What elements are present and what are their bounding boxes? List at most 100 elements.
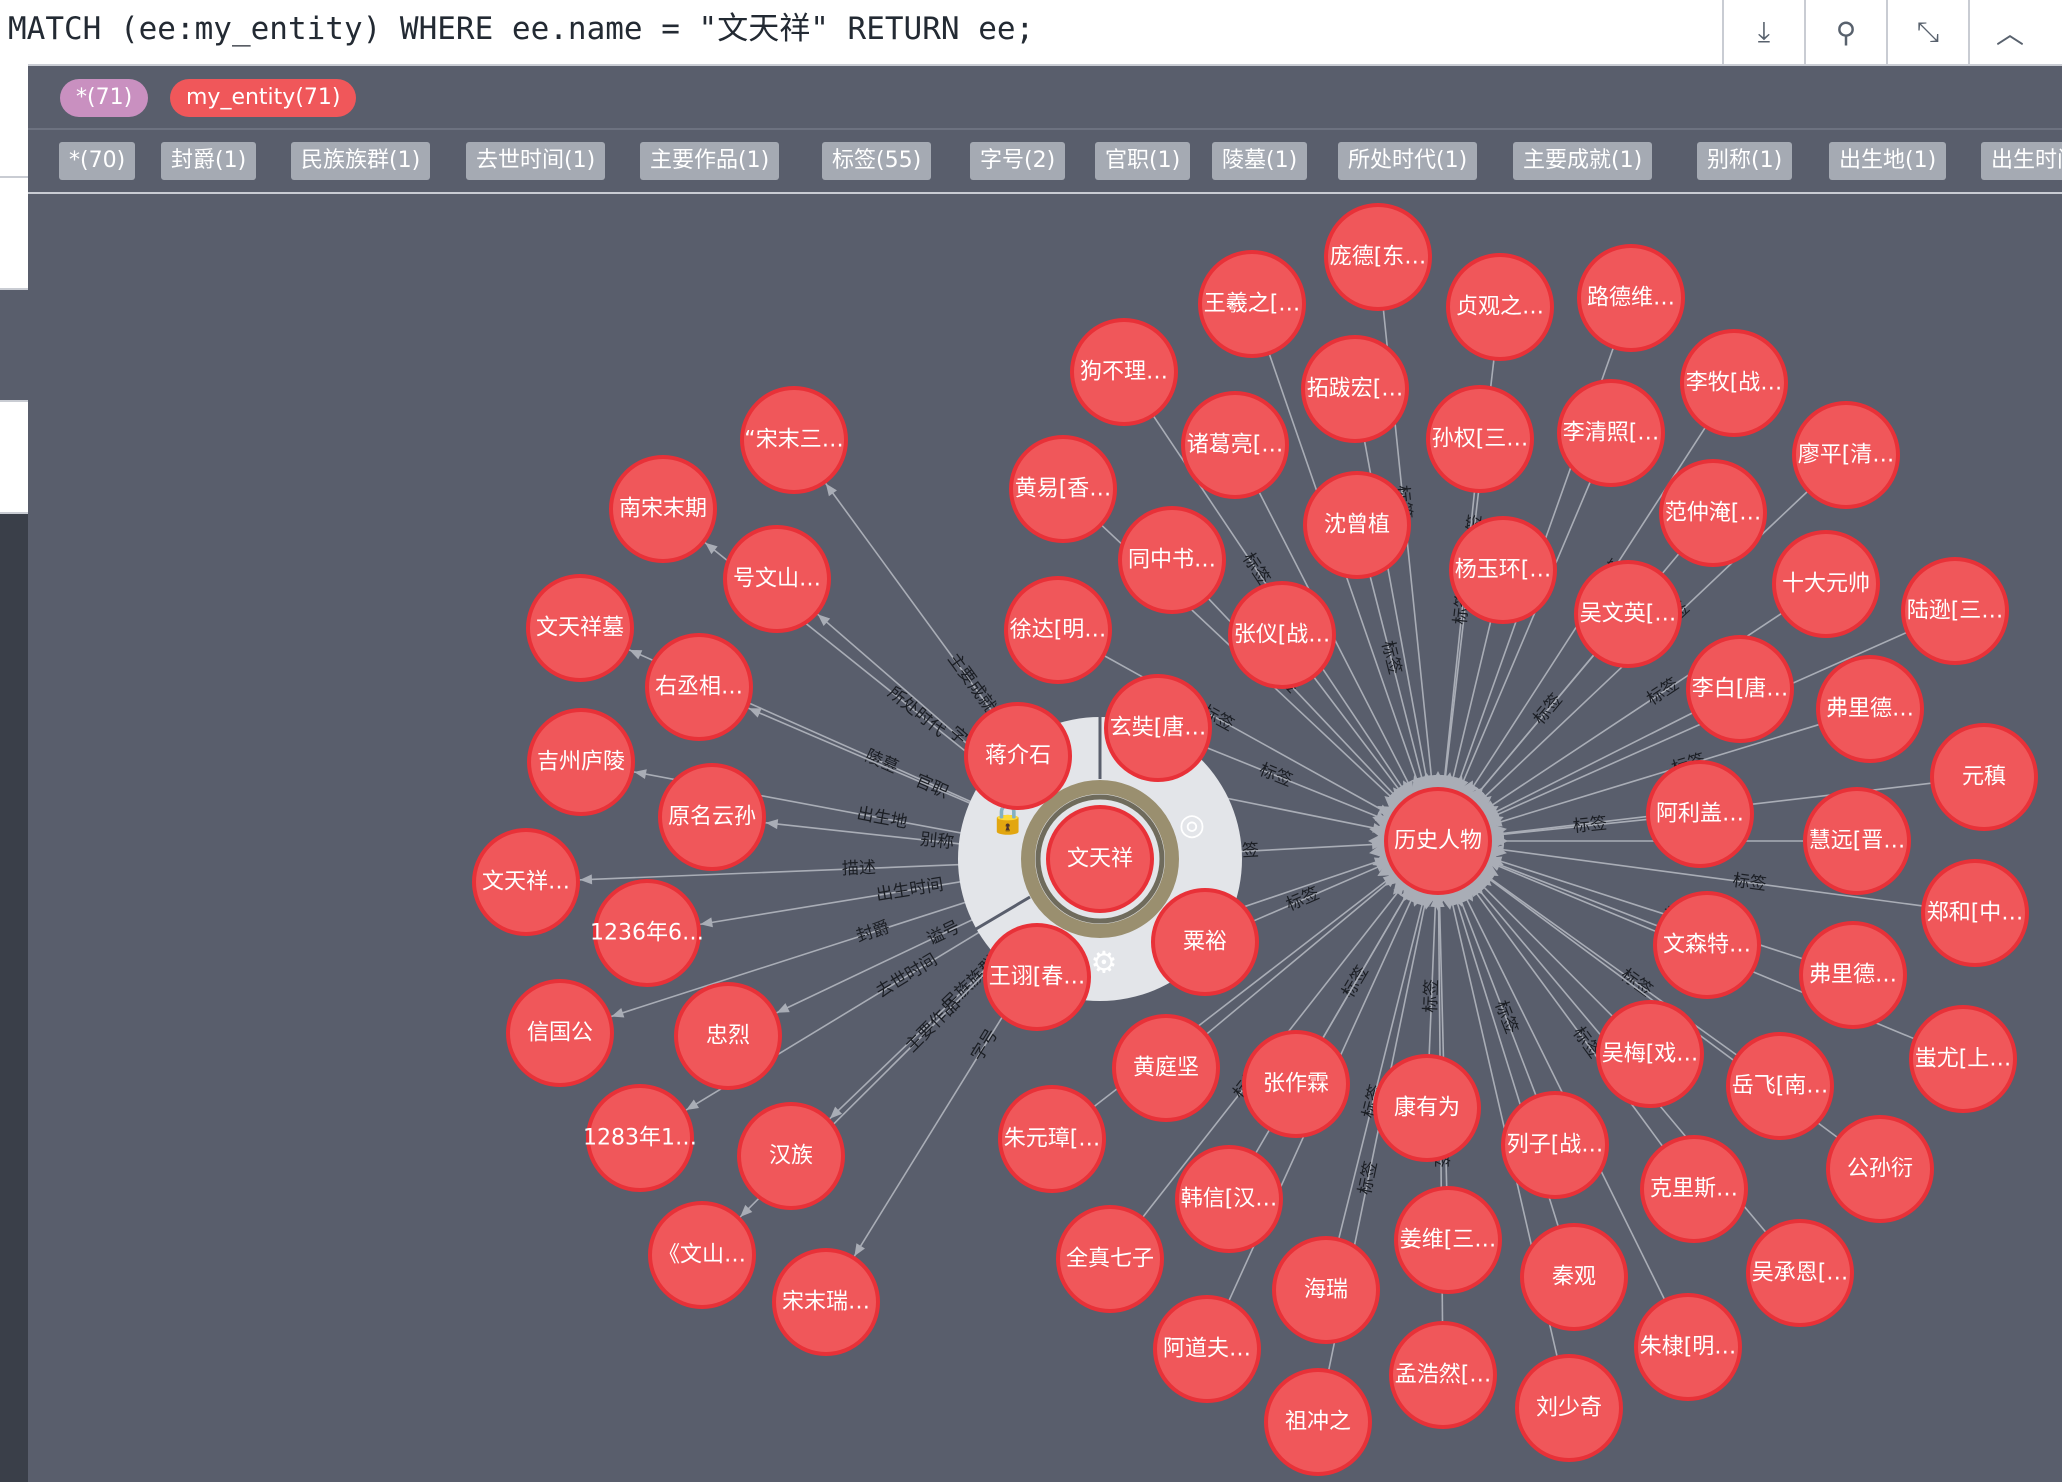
hub-edge[interactable] xyxy=(1428,892,1437,1057)
person-node[interactable]: 阿利盖… xyxy=(1646,760,1754,868)
property-tag[interactable]: 民族族群(1) xyxy=(291,142,431,180)
property-tag[interactable]: 出生时间 xyxy=(1981,142,2062,180)
property-tag[interactable]: 去世时间(1) xyxy=(466,142,606,180)
property-node[interactable]: 文天祥墓 xyxy=(526,574,634,682)
person-node[interactable]: 康有为 xyxy=(1373,1054,1481,1162)
collapse-icon[interactable]: ⤡ xyxy=(1886,0,1968,64)
person-node[interactable]: 文森特… xyxy=(1653,891,1761,999)
person-node[interactable]: 王羲之[… xyxy=(1198,250,1306,358)
person-node[interactable]: 海瑞 xyxy=(1272,1236,1380,1344)
hub-edge[interactable] xyxy=(1312,675,1408,801)
person-node[interactable]: 刘少奇 xyxy=(1515,1354,1623,1462)
property-tag[interactable]: 别称(1) xyxy=(1697,142,1793,180)
property-tag[interactable]: 字号(2) xyxy=(970,142,1066,180)
property-node[interactable]: 信国公 xyxy=(506,979,614,1087)
hub-edge[interactable] xyxy=(1474,877,1614,1018)
person-node[interactable]: 公孙衍 xyxy=(1826,1115,1934,1223)
person-node[interactable]: 朱棣[明… xyxy=(1634,1293,1742,1401)
person-node[interactable]: 路德维… xyxy=(1577,244,1685,352)
hub-edge[interactable] xyxy=(1252,860,1391,923)
hub-edge[interactable] xyxy=(1258,490,1415,796)
person-node[interactable]: 廖平[清… xyxy=(1792,401,1900,509)
label-pill[interactable]: my_entity(71) xyxy=(170,79,357,117)
property-node[interactable]: 右丞相… xyxy=(645,633,753,741)
sidebar-tab-1[interactable] xyxy=(0,64,28,178)
hub-edge[interactable] xyxy=(1449,620,1492,791)
property-node[interactable]: 宋末瑞… xyxy=(772,1248,880,1356)
pin-icon[interactable]: ⚲ xyxy=(1804,0,1886,64)
person-node[interactable]: 孙权[三… xyxy=(1426,385,1534,493)
property-node[interactable]: 1236年6… xyxy=(590,879,704,987)
property-node[interactable]: 吉州庐陵 xyxy=(527,708,635,816)
sidebar-tab-2[interactable] xyxy=(0,178,28,290)
hub-edge[interactable] xyxy=(1484,711,1694,819)
property-tag[interactable]: 主要成就(1) xyxy=(1513,142,1653,180)
person-node[interactable]: 李清照[… xyxy=(1557,379,1665,487)
chevron-up-icon[interactable]: ︿ xyxy=(1968,0,2050,64)
property-node[interactable]: 文天祥… xyxy=(472,828,580,936)
person-node[interactable]: 十大元帅 xyxy=(1772,530,1880,638)
hub-edge[interactable] xyxy=(1455,889,1538,1097)
person-node[interactable]: 蒋介石 xyxy=(964,702,1072,810)
person-node[interactable]: 吴梅[戏… xyxy=(1596,1000,1704,1108)
hub-edge[interactable] xyxy=(1487,723,1821,827)
person-node[interactable]: 阿道夫… xyxy=(1153,1295,1261,1403)
person-node[interactable]: 张仪[战… xyxy=(1228,581,1336,689)
hub-node[interactable]: 历史人物 xyxy=(1384,787,1492,895)
person-node[interactable]: 狗不理… xyxy=(1070,318,1178,426)
hub-edge[interactable] xyxy=(1205,873,1399,1036)
property-tag[interactable]: *(70) xyxy=(59,142,136,180)
person-node[interactable]: 吴文英[… xyxy=(1574,560,1682,668)
person-node[interactable]: 吴承恩[… xyxy=(1746,1219,1854,1327)
person-node[interactable]: 贞观之… xyxy=(1446,253,1554,361)
property-tag[interactable]: 所处时代(1) xyxy=(1338,142,1478,180)
sidebar-tab-3[interactable] xyxy=(0,290,28,402)
property-node[interactable]: 南宋末期 xyxy=(609,455,717,563)
person-node[interactable]: 诸葛亮[… xyxy=(1181,391,1289,499)
property-node[interactable]: 《文山… xyxy=(648,1201,756,1309)
person-node[interactable]: 蚩尤[上… xyxy=(1909,1005,2017,1113)
person-node[interactable]: 黄庭坚 xyxy=(1112,1014,1220,1122)
person-node[interactable]: 弗里德… xyxy=(1816,655,1924,763)
graph-canvas[interactable]: 标签标签标签标签标签标签标签标签标签标签标签标签标签标签标签标签标签标签标签标签… xyxy=(28,194,2062,1482)
person-node[interactable]: 徐达[明… xyxy=(1004,576,1112,684)
hub-edge[interactable] xyxy=(1205,746,1391,823)
property-tag[interactable]: 出生地(1) xyxy=(1829,142,1947,180)
person-node[interactable]: 弗里德… xyxy=(1799,921,1907,1029)
property-tag[interactable]: 标签(55) xyxy=(822,142,932,180)
person-node[interactable]: 元稹 xyxy=(1930,723,2038,831)
person-node[interactable]: 韩信[汉… xyxy=(1175,1145,1283,1253)
eye-hide-icon[interactable]: ◎ xyxy=(1179,808,1205,843)
download-icon[interactable]: ⤓ xyxy=(1722,0,1804,64)
person-node[interactable]: 庞德[东… xyxy=(1324,203,1432,311)
person-node[interactable]: 拓跋宏[… xyxy=(1301,335,1409,443)
person-node[interactable]: 陆逊[三… xyxy=(1901,557,2009,665)
person-node[interactable]: 慧远[晋… xyxy=(1803,787,1911,895)
property-node[interactable]: “宋末三… xyxy=(740,386,848,494)
person-node[interactable]: 粟裕 xyxy=(1151,888,1259,996)
property-node[interactable]: 1283年1… xyxy=(583,1084,697,1192)
person-node[interactable]: 李牧[战… xyxy=(1680,329,1788,437)
person-node[interactable]: 张作霖 xyxy=(1242,1030,1350,1138)
property-tag[interactable]: 官职(1) xyxy=(1095,142,1191,180)
property-node[interactable]: 汉族 xyxy=(737,1102,845,1210)
person-node[interactable]: 同中书… xyxy=(1118,506,1226,614)
hub-edge[interactable] xyxy=(1489,847,1924,907)
person-node[interactable]: 岳飞[南… xyxy=(1726,1032,1834,1140)
hub-edge[interactable] xyxy=(1470,653,1596,802)
expand-graph-icon[interactable]: ⚙ xyxy=(1091,946,1118,981)
hub-edge[interactable] xyxy=(1486,859,1659,927)
person-node[interactable]: 克里斯… xyxy=(1640,1135,1748,1243)
hub-edge[interactable] xyxy=(1337,891,1427,1240)
property-tag[interactable]: 主要作品(1) xyxy=(640,142,780,180)
person-node[interactable]: 全真七子 xyxy=(1056,1205,1164,1313)
hub-edge[interactable] xyxy=(1485,631,1908,821)
property-tag[interactable]: 陵墓(1) xyxy=(1212,142,1308,180)
hub-edge[interactable] xyxy=(1457,480,1592,794)
property-node[interactable]: 忠烈 xyxy=(674,982,782,1090)
person-node[interactable]: 范仲淹[… xyxy=(1659,459,1767,567)
person-node[interactable]: 秦观 xyxy=(1520,1223,1628,1331)
label-pill[interactable]: *(71) xyxy=(60,79,149,117)
property-node[interactable]: 原名云孙 xyxy=(658,763,766,871)
property-tag[interactable]: 封爵(1) xyxy=(161,142,257,180)
